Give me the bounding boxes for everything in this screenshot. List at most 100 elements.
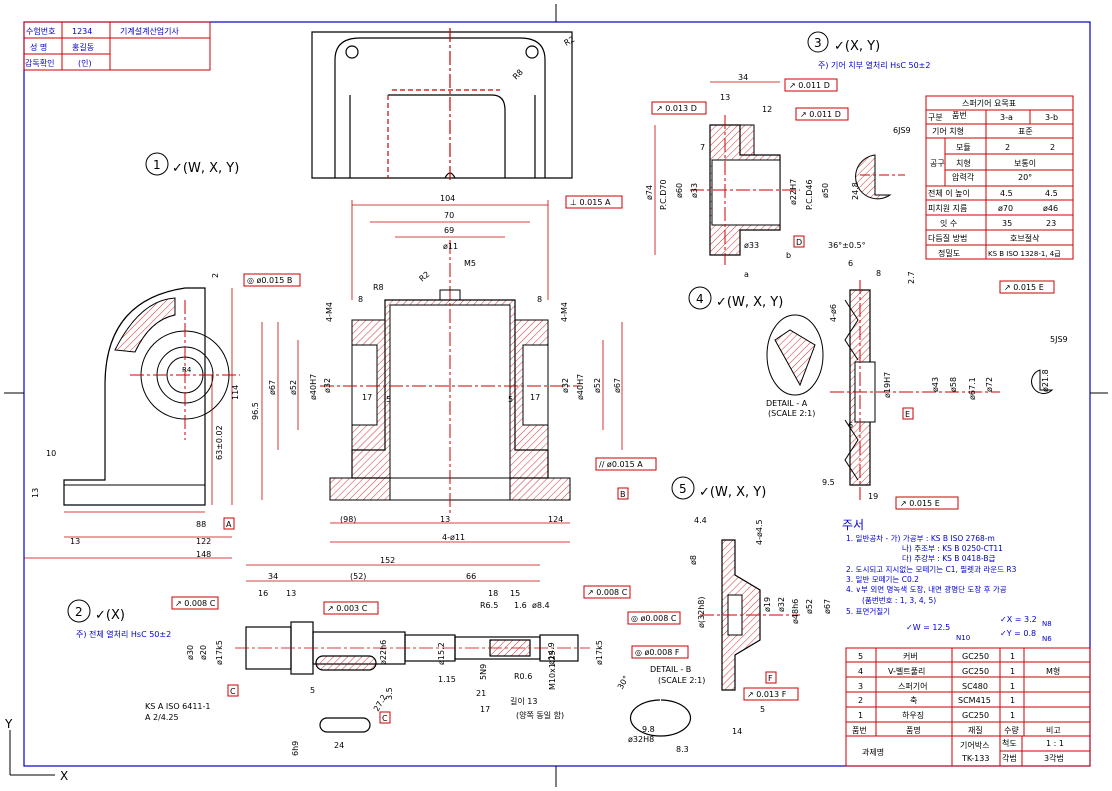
view-4-number: 4 bbox=[696, 292, 704, 306]
gear-keyway bbox=[855, 154, 905, 200]
rough-x: ✓X = 3.2 bbox=[1000, 615, 1037, 624]
cover-o32h8: ø(32h8) bbox=[697, 597, 706, 628]
spur-r8-val: KS B ISO 1328-1, 4급 bbox=[988, 250, 1061, 258]
svg-text:수량: 수량 bbox=[1004, 725, 1019, 735]
gd-cover-1: ◎ ø0.008 F bbox=[635, 648, 680, 657]
gear-dim-o74: ø74 bbox=[645, 185, 654, 200]
ucs-x: X bbox=[60, 769, 68, 783]
shaft-3-5: 3.5 bbox=[385, 687, 394, 700]
detail-b-9-8: 9.8 bbox=[642, 725, 655, 734]
svg-text:축: 축 bbox=[910, 696, 917, 705]
shaft-66: 66 bbox=[466, 572, 476, 581]
notes-title: 주서 bbox=[842, 518, 864, 532]
svg-text:하우징: 하우징 bbox=[902, 710, 924, 720]
pulley-o72: ø72 bbox=[985, 377, 994, 392]
dim-o52-left: ø52 bbox=[289, 380, 298, 395]
rough-x-sub: N8 bbox=[1042, 620, 1052, 628]
rough-y: ✓Y = 0.8 bbox=[1000, 629, 1036, 638]
pulley-6: 6 bbox=[848, 259, 853, 268]
dim-5-right: 5 bbox=[508, 395, 513, 404]
svg-text:GC250: GC250 bbox=[962, 652, 989, 661]
dim-13-left: (98) bbox=[340, 515, 356, 524]
svg-text:3: 3 bbox=[858, 682, 863, 691]
svg-text:1: 1 bbox=[1010, 667, 1015, 676]
shaft-16: 16 bbox=[258, 589, 268, 598]
gd-gear-frames: ↗ 0.013 D ↗ 0.011 D ↗ 0.011 D bbox=[651, 78, 849, 121]
title-scale: 1 : 1 bbox=[1046, 739, 1064, 748]
pulley-9-5: 9.5 bbox=[822, 478, 835, 487]
header-label-1: 수험번호 bbox=[26, 27, 55, 36]
dim-o67-right: ø67 bbox=[613, 378, 622, 393]
spur-r4-label: 전체 이 높이 bbox=[928, 188, 970, 198]
gd-shaft-4: ◎ ø0.008 C bbox=[631, 614, 677, 623]
svg-text:SCM415: SCM415 bbox=[958, 696, 991, 705]
title-method-label: 각법 bbox=[1002, 753, 1017, 763]
cover-4o4-5: 4-ø4.5 bbox=[755, 519, 764, 545]
housing-side-dims: 114 63±0.02 2 88 122 148 13 10 13 A bbox=[24, 273, 240, 559]
dim-r13: R2 bbox=[563, 35, 577, 48]
housing-dim-lines bbox=[261, 200, 623, 543]
dim-o32-right: ø32 bbox=[561, 378, 570, 393]
rough-y-sub: N6 bbox=[1042, 635, 1052, 643]
pulley-8: 8 bbox=[876, 269, 881, 278]
shaft-34: 34 bbox=[268, 572, 278, 581]
gd-parallel: // ø0.015 A B bbox=[595, 457, 657, 500]
pulley-keyway bbox=[1031, 369, 1054, 394]
pulley-4o6: 4-ø6 bbox=[829, 304, 838, 322]
dim-13-right: 124 bbox=[548, 515, 563, 524]
shaft-note-len: 길이 13 bbox=[510, 696, 537, 706]
datum-b: B bbox=[620, 490, 626, 499]
parts-list: 5 커버 GC250 1 4 V-벨트풀리 GC250 1 M형 3 스퍼기어 … bbox=[845, 647, 1091, 767]
pulley-36deg: 36°±0.5° bbox=[828, 241, 866, 250]
view-2-label: 2 ✓(X) 주) 전체 열처리 HsC 50±2 bbox=[67, 599, 171, 639]
cover-4-4: 4.4 bbox=[694, 516, 707, 525]
housing-top-view bbox=[311, 28, 573, 182]
pulley-o58: ø58 bbox=[949, 377, 958, 392]
gd-concentric-text: ◎ ø0.015 B bbox=[247, 276, 292, 285]
dim-98: 13 bbox=[440, 515, 450, 524]
spur-r7-label: 다듬질 방법 bbox=[928, 233, 967, 243]
header-extra-1: 기계설계산업기사 bbox=[120, 26, 180, 36]
shaft-note-a2: A 2/4.25 bbox=[145, 713, 179, 722]
shaft-m10: M10x1.25 bbox=[548, 650, 557, 690]
gear-dim-13: 13 bbox=[720, 93, 730, 102]
shaft-1-6: 1.6 bbox=[514, 601, 527, 610]
gear-dim-o22h7: ø22H7 bbox=[789, 179, 798, 205]
pulley-o19h7: ø19H7 bbox=[883, 372, 892, 398]
dim-r8-front: R8 bbox=[373, 283, 384, 292]
dim-70: 70 bbox=[444, 211, 454, 220]
shaft-17: 17 bbox=[480, 705, 490, 714]
view-4-label: 4 ✓(W, X, Y) bbox=[688, 286, 783, 310]
view-1-finish: ✓(W, X, Y) bbox=[172, 161, 239, 176]
gd-shaft-1: ↗ 0.008 C bbox=[175, 599, 216, 608]
dim-17-left: 17 bbox=[362, 393, 372, 402]
header-value-2: 홍길동 bbox=[72, 42, 94, 52]
housing-dims-text: 104 70 69 ø11 M5 96.5 ø67 ø52 ø40H7 ø32 … bbox=[251, 194, 622, 542]
shaft-o14-9: ø14.9 bbox=[547, 642, 556, 665]
detail-a-scale: (SCALE 2:1) bbox=[768, 409, 815, 418]
view-4-finish: ✓(W, X, Y) bbox=[716, 295, 783, 310]
gear-dim-o50: ø50 bbox=[821, 183, 830, 198]
svg-text:M형: M형 bbox=[1046, 667, 1060, 676]
dim-5-left: 5 bbox=[386, 395, 391, 404]
spur-r2-val: 보통이 bbox=[1014, 158, 1036, 168]
parts-row-3: 3 스퍼기어 SC480 1 bbox=[858, 681, 1015, 691]
dim-m5: M5 bbox=[464, 259, 476, 268]
datum-e: E bbox=[905, 410, 910, 419]
view-5-finish: ✓(W, X, Y) bbox=[699, 485, 766, 500]
spur-r8-label: 정밀도 bbox=[938, 248, 960, 258]
detail-b-scale: (SCALE 2:1) bbox=[658, 676, 705, 685]
svg-text:SC480: SC480 bbox=[962, 682, 988, 691]
dim-o32-left: ø32 bbox=[323, 378, 332, 393]
pulley-6b: 6 bbox=[848, 421, 853, 430]
parts-row-4: 4 V-벨트풀리 GC250 1 M형 bbox=[858, 666, 1060, 676]
gd-perpendicular: ⊥ 0.015 A bbox=[565, 195, 623, 209]
spur-r1-b: 2 bbox=[1050, 143, 1055, 152]
shaft-o30: ø30 bbox=[186, 645, 195, 660]
shaft-o17k5-r: ø17k5 bbox=[595, 640, 604, 665]
notes-line-2: 나) 주조부 : KS B 0250-CT11 bbox=[902, 544, 1003, 553]
spur-r3-val: 20° bbox=[1018, 173, 1032, 182]
spur-tool-label: 공구 bbox=[930, 159, 945, 168]
dim-4m4-left: 4-M4 bbox=[325, 302, 334, 322]
